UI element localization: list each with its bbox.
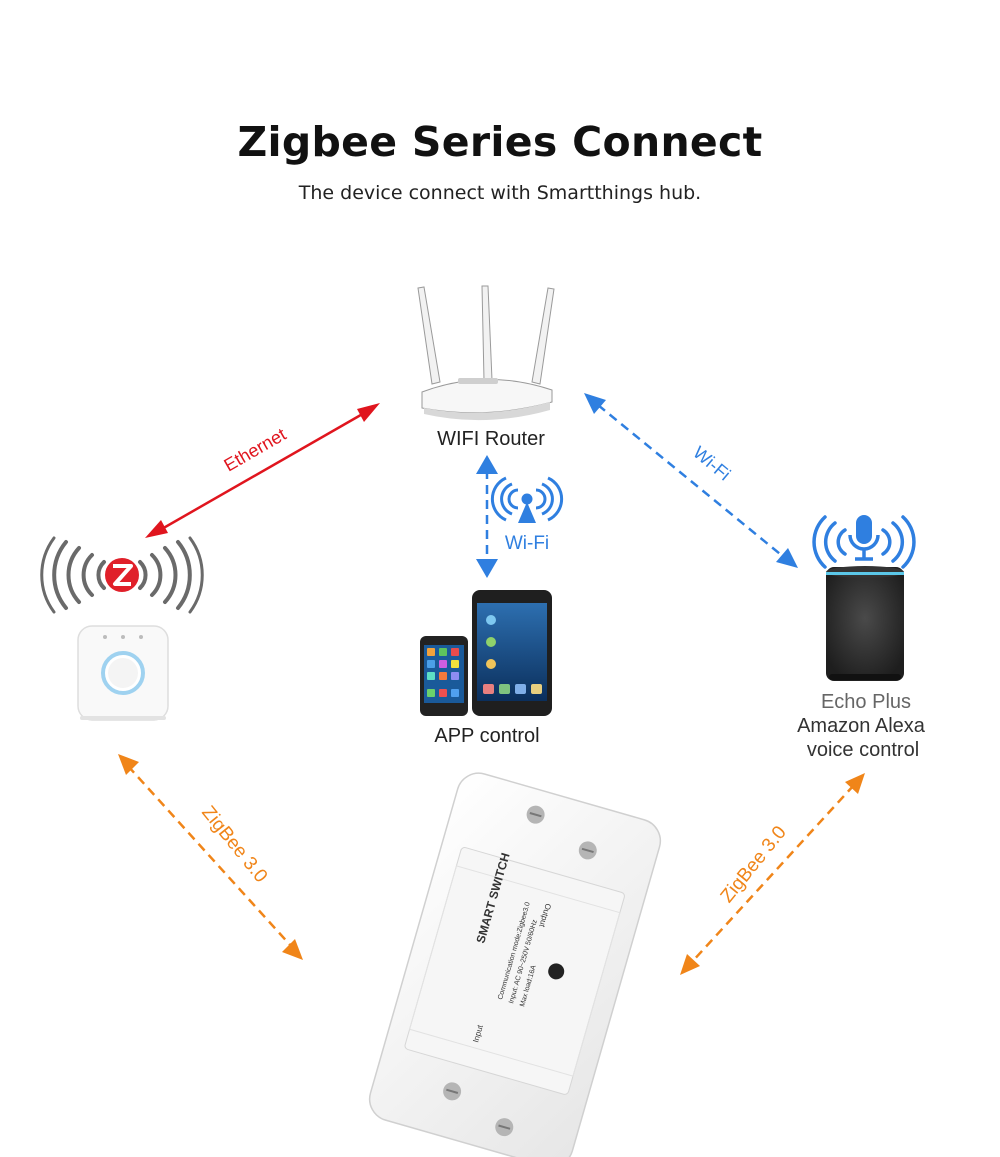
zigbee-right-link [680, 773, 865, 975]
page-title: Zigbee Series Connect [237, 118, 763, 166]
microphone-icon [812, 515, 916, 569]
wifi-echo-link [584, 393, 798, 568]
echo-label-line1: Echo Plus [821, 691, 911, 713]
hub-icon [70, 615, 176, 731]
ethernet-link [145, 403, 380, 538]
wifi-app-link [476, 455, 498, 578]
app-label: APP control [434, 725, 539, 747]
wifi-antenna-icon [490, 476, 564, 523]
router-label: WIFI Router [437, 428, 545, 450]
echo-label-line3: voice control [807, 739, 919, 761]
page-subtitle: The device connect with Smartthings hub. [298, 182, 702, 204]
router-icon [417, 285, 555, 421]
ethernet-label: Ethernet [221, 424, 290, 475]
wifi-echo-label: Wi-Fi [689, 442, 734, 484]
echo-label-line2: Amazon Alexa [797, 715, 926, 737]
smart-speaker-icon [826, 566, 904, 681]
smart-switch-icon [368, 772, 662, 1157]
zigbee-logo-icon [40, 536, 204, 614]
wifi-app-label: Wi-Fi [505, 533, 549, 554]
phones-icon [420, 590, 552, 716]
zigbee-left-link [118, 754, 303, 960]
zigbee-left-label: ZigBee 3.0 [197, 802, 271, 887]
